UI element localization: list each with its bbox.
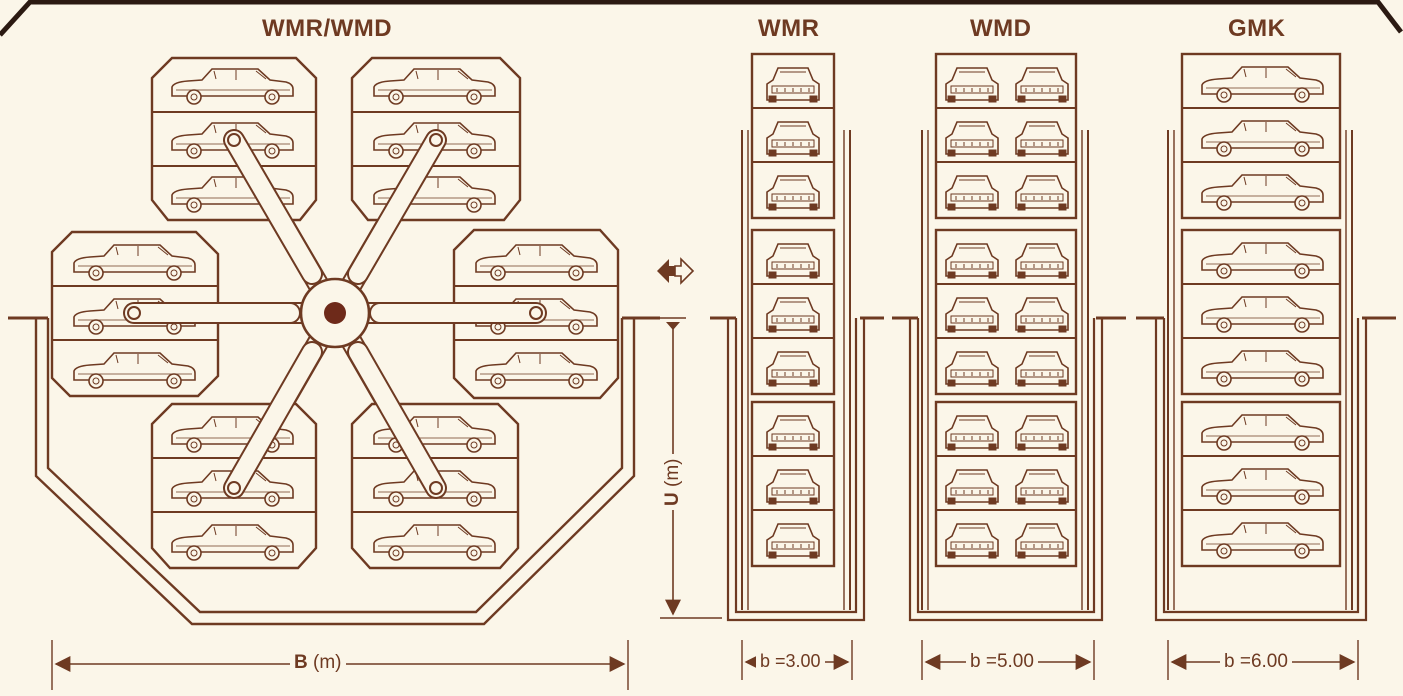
dimension-b-gmk: b =6.00 [1220, 651, 1292, 673]
dimension-u-label: U (m) [662, 454, 684, 510]
dimension-u-symbol: U [662, 492, 683, 506]
dimension-b-unit: (m) [313, 652, 342, 673]
double-arrow-left-right-icon [657, 257, 695, 285]
wmd-tower [892, 52, 1126, 680]
frame-border [0, 0, 1403, 37]
gmk-tower [1136, 52, 1396, 680]
title-rotary: WMR/WMD [262, 15, 393, 42]
dimension-b-wmr: b =3.00 [756, 651, 825, 672]
title-wmd: WMD [970, 15, 1032, 42]
dimension-b-wmd: b =5.00 [966, 651, 1038, 673]
dimension-u-unit: (m) [662, 458, 683, 487]
rotary-system [8, 56, 722, 690]
title-wmr: WMR [758, 15, 820, 42]
wmr-tower [710, 52, 884, 680]
title-gmk: GMK [1228, 15, 1286, 42]
dimension-b-symbol: B [294, 652, 308, 673]
dimension-b-label: B (m) [290, 652, 346, 674]
